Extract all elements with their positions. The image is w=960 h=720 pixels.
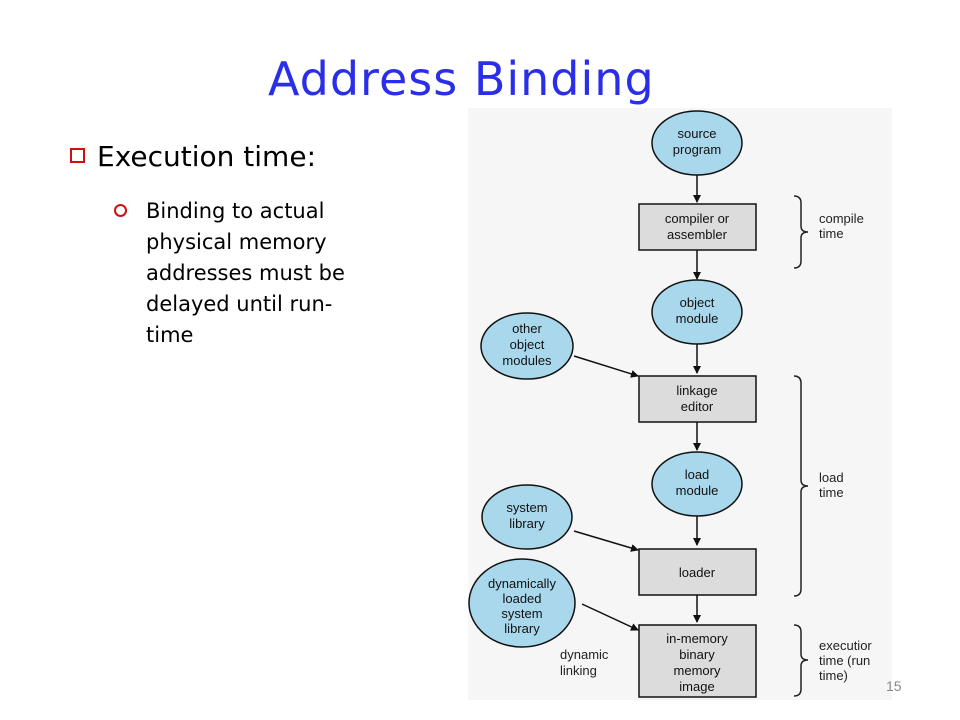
execution-time-label: executior — [819, 638, 872, 653]
arrow-system-library-to-loader — [573, 530, 639, 552]
binding-diagram-svg: source program compiler or assembler obj… — [468, 110, 872, 698]
linkage-editor-label: editor — [681, 399, 714, 414]
source-program-label: program — [673, 142, 721, 157]
dynamic-library-label: library — [504, 621, 540, 636]
compiler-label: assembler — [667, 227, 728, 242]
source-program-node: source program — [651, 110, 743, 176]
dynamic-library-circle — [468, 558, 576, 648]
page-number: 15 — [886, 678, 902, 694]
system-library-node: system library — [481, 484, 573, 550]
load-module-label: module — [676, 483, 719, 498]
linkage-editor-label: linkage — [676, 383, 717, 398]
load-module-node: load module — [651, 451, 743, 517]
sub-bullet-line: time — [146, 323, 194, 347]
load-time-label: time — [819, 485, 844, 500]
compile-time-label: time — [819, 226, 844, 241]
linkage-editor-node: linkage editor — [638, 375, 757, 423]
other-modules-circle — [480, 312, 574, 380]
compiler-node: compiler or assembler — [638, 203, 757, 251]
dynamic-library-label: loaded — [502, 591, 541, 606]
dynamic-library-node: dynamically loaded system library — [468, 558, 576, 648]
execution-time-brace — [793, 624, 809, 697]
arrow-dynamic-library-to-image — [581, 603, 639, 631]
binding-diagram: source program compiler or assembler obj… — [468, 108, 892, 700]
in-memory-image-label: in-memory — [666, 631, 728, 646]
compiler-label: compiler or — [665, 211, 730, 226]
sub-bullet-line: Binding to actual — [146, 199, 325, 223]
sub-bullet: Binding to actual physical memory addres… — [114, 196, 434, 351]
in-memory-image-node: in-memory binary memory image — [638, 624, 757, 698]
load-time-label: load — [819, 470, 844, 485]
load-module-circle — [651, 451, 743, 517]
bullet-heading: Execution time: — [70, 140, 316, 173]
slide-title: Address Binding — [268, 52, 655, 106]
source-program-label: source — [677, 126, 716, 141]
sub-bullet-line: addresses must be — [146, 261, 345, 285]
load-time-brace — [793, 375, 809, 597]
compile-time-brace — [793, 195, 809, 269]
linkage-editor-box — [638, 375, 757, 423]
in-memory-image-label: image — [679, 679, 714, 694]
loader-node: loader — [638, 548, 757, 596]
in-memory-image-label: memory — [674, 663, 721, 678]
compile-time-label: compile — [819, 211, 864, 226]
other-modules-label: other — [512, 321, 542, 336]
execution-time-label: time) — [819, 668, 848, 683]
system-library-circle — [481, 484, 573, 550]
sub-bullet-line: physical memory — [146, 230, 327, 254]
dynamic-library-label: dynamically — [488, 576, 556, 591]
loader-box — [638, 548, 757, 596]
sub-bullet-text: Binding to actual physical memory addres… — [146, 196, 434, 351]
loader-label: loader — [679, 565, 716, 580]
source-program-circle — [651, 110, 743, 176]
system-library-label: library — [509, 516, 545, 531]
dynamic-linking-label: dynamic — [560, 647, 609, 662]
object-module-label: module — [676, 311, 719, 326]
sub-bullet-line: delayed until run- — [146, 292, 333, 316]
other-modules-label: modules — [502, 353, 552, 368]
in-memory-image-box — [638, 624, 757, 698]
other-modules-node: other object modules — [480, 312, 574, 380]
object-module-node: object module — [651, 279, 743, 345]
in-memory-image-label: binary — [679, 647, 715, 662]
circle-bullet-icon — [114, 204, 127, 217]
compiler-box — [638, 203, 757, 251]
arrow-other-modules-to-linkage — [573, 355, 639, 378]
dynamic-linking-label: linking — [560, 663, 597, 678]
square-bullet-icon — [70, 148, 85, 163]
bullet-heading-text: Execution time: — [97, 140, 316, 173]
system-library-label: system — [506, 500, 547, 515]
dynamic-library-label: system — [501, 606, 542, 621]
load-module-label: load — [685, 467, 710, 482]
other-modules-label: object — [510, 337, 545, 352]
object-module-label: object — [680, 295, 715, 310]
object-module-circle — [651, 279, 743, 345]
execution-time-label: time (run — [819, 653, 870, 668]
